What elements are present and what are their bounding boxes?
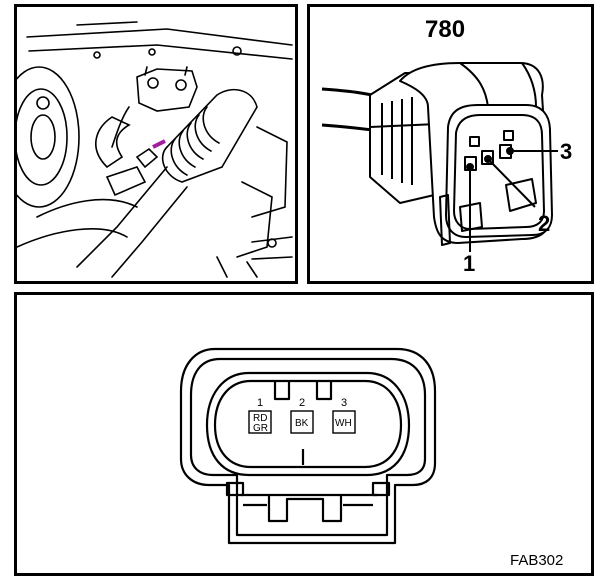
connector-3d-illustration: 780 [321,16,572,276]
connector-view-panel: 780 [307,4,594,284]
connector-face-diagram: 1 2 3 RD GR BK WH FAB302 [179,347,563,569]
callout-1: 1 [463,251,475,276]
pinout-diagram-panel: 1 2 3 RD GR BK WH FAB302 [14,292,594,576]
figure-reference-code: FAB302 [510,552,563,569]
pin-3-socket [332,410,356,434]
pin-1-wire-color-line1: RD [253,413,267,424]
callout-3: 3 [560,139,572,164]
engine-bay-illustration [17,21,293,278]
pin-1-number: 1 [257,397,263,409]
engine-bay-illustration-panel [14,4,298,284]
callout-2: 2 [538,211,550,236]
pin-1-wire-color-line2: GR [253,423,268,434]
connector-number-label: 780 [425,16,465,43]
pin-3-wire-color: WH [335,418,352,429]
pin-2-wire-color: BK [295,418,309,429]
sensor-highlight-mark [152,139,166,149]
pin-2-socket [290,410,314,434]
pin-3-number: 3 [341,397,347,409]
pin-1-socket [248,410,272,434]
pin-2-number: 2 [299,397,305,409]
